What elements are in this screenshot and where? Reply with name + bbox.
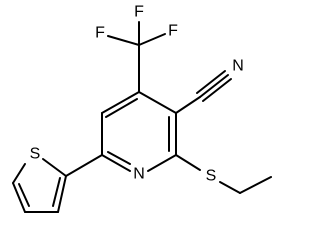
atom-label-nitrile-n: N <box>232 58 244 75</box>
bond-n1-c2 <box>147 154 177 172</box>
thiophene-ring <box>12 154 103 213</box>
atom-labels: F F F N N S S <box>30 4 244 185</box>
bond-c4-c5-double <box>105 98 138 118</box>
bond-cf3-f-left <box>107 35 140 46</box>
bond-c6-n1-double <box>107 151 131 165</box>
bond-s-ch2 <box>219 181 241 194</box>
bond-c3-cn <box>175 96 201 114</box>
bond-ch2-ch3 <box>239 176 272 194</box>
trifluoromethyl-group <box>107 21 166 93</box>
bond-c4-c5 <box>101 91 140 114</box>
bond-th-c3-c2 <box>57 175 67 213</box>
pyridine-ring <box>101 91 177 172</box>
bond-th-s-c5 <box>12 163 26 184</box>
atom-label-ring-s: S <box>30 146 41 163</box>
bond-cn-triple-a <box>199 74 229 98</box>
bond-th-c5-c4-double <box>18 183 30 207</box>
atom-label-ring-n: N <box>133 166 145 183</box>
bond-c6-n1 <box>101 154 131 172</box>
bond-c6-thiophene <box>65 154 103 177</box>
atom-label-thio-s: S <box>206 168 217 185</box>
atom-label-f-right: F <box>168 23 178 40</box>
atom-label-f-top: F <box>134 4 144 21</box>
molecule-structure-diagram: F F F N N S S <box>12 4 272 213</box>
bond-cn-triple-b <box>196 70 226 94</box>
bond-th-c2-s <box>42 158 67 177</box>
bond-cn-triple-c <box>202 78 232 102</box>
bond-cf3-f-right <box>138 33 166 46</box>
bond-c2-s <box>175 154 201 171</box>
nitrile-group <box>175 70 232 114</box>
bond-th-c5-c4 <box>12 182 26 213</box>
bond-c3-c4 <box>138 91 177 114</box>
atom-label-f-left: F <box>95 25 105 42</box>
ethylthio-group <box>175 154 272 194</box>
bond-th-c3-c2-double <box>52 177 61 207</box>
